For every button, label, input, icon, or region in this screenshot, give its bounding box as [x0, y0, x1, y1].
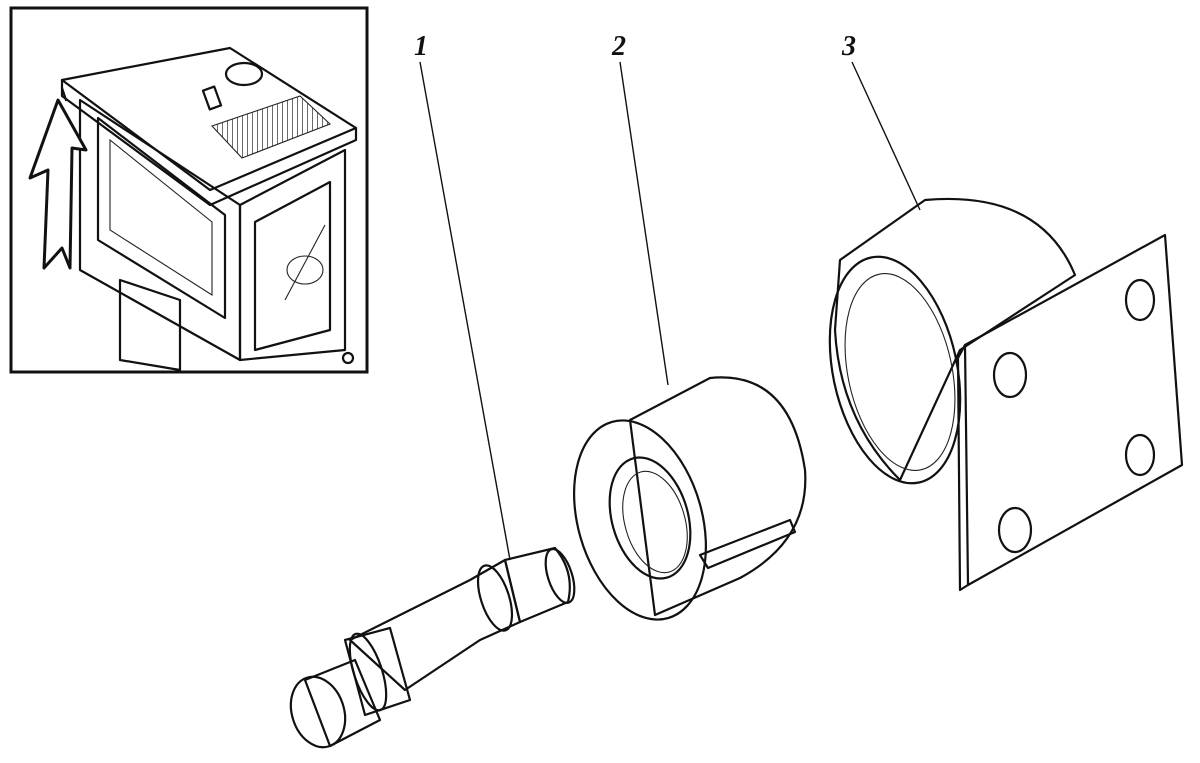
up-arrow-icon [28, 98, 88, 270]
part-bushing [573, 376, 807, 621]
callout-label-1: 1 [414, 31, 428, 62]
leader-lines [419, 61, 921, 561]
part-pin [289, 546, 576, 749]
part-bracket [828, 197, 1184, 592]
callout-label-2: 2 [611, 31, 626, 62]
callout-label-3: 3 [841, 31, 856, 62]
leader-line-1 [419, 61, 511, 561]
leader-line-3 [851, 61, 921, 211]
leader-line-2 [619, 61, 669, 386]
cab-drawing [60, 46, 358, 372]
inset-panel [9, 6, 369, 374]
